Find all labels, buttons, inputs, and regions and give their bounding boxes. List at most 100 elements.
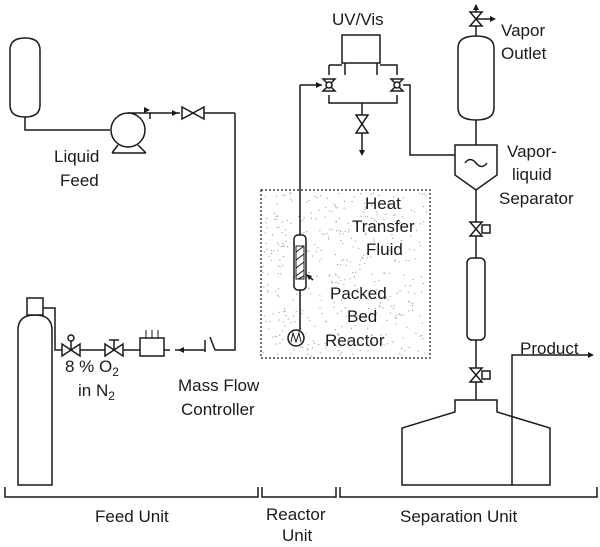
bath-stipple-dot [303, 232, 305, 234]
bath-stipple-dot [335, 221, 337, 223]
bath-stipple-dot [358, 297, 360, 299]
fluid-label: Fluid [366, 240, 403, 259]
bath-stipple-dot [363, 255, 365, 257]
bath-stipple-dot [374, 281, 376, 283]
bath-stipple-dot [341, 260, 343, 262]
bath-stipple-dot [421, 193, 423, 195]
bath-stipple-dot [335, 274, 337, 277]
bath-stipple-dot [338, 193, 340, 195]
bath-stipple-dot [277, 294, 279, 296]
bath-stipple-dot [373, 238, 375, 240]
bath-stipple-dot [316, 275, 318, 277]
bath-stipple-dot [278, 296, 280, 298]
bath-stipple-dot [382, 307, 384, 309]
bath-stipple-dot [393, 305, 395, 307]
bath-stipple-dot [370, 256, 372, 258]
gas-line1-text: 8 % O [65, 357, 112, 376]
bath-stipple-dot [340, 230, 342, 233]
bath-stipple-dot [392, 307, 394, 309]
vapor-liquid-separator [454, 144, 498, 191]
bath-stipple-dot [412, 302, 414, 305]
bath-stipple-dot [270, 249, 272, 251]
separator-drain-valve [468, 221, 491, 237]
bath-stipple-dot [414, 293, 416, 295]
bath-stipple-dot [365, 232, 367, 234]
product-arrow [588, 352, 594, 358]
bath-stipple-dot [361, 256, 363, 259]
bath-stipple-dot [343, 283, 345, 285]
bath-stipple-dot [343, 200, 346, 203]
bath-stipple-dot [420, 334, 423, 337]
bath-stipple-dot [295, 311, 297, 313]
bath-stipple-dot [359, 300, 361, 302]
bath-stipple-dot [324, 216, 326, 218]
bath-stipple-dot [351, 237, 353, 240]
bath-stipple-dot [411, 305, 414, 307]
tank-to-pump-line [24, 117, 110, 131]
bath-stipple-dot [404, 285, 406, 287]
bath-stipple-dot [368, 307, 370, 310]
bath-stipple-dot [408, 310, 410, 312]
bath-stipple-dot [336, 312, 339, 314]
bath-stipple-dot [299, 346, 302, 348]
bath-stipple-dot [394, 214, 396, 216]
bath-stipple-dot [413, 211, 415, 213]
bath-stipple-dot [365, 233, 367, 236]
vent-arrow [473, 4, 479, 10]
bath-stipple-dot [367, 350, 369, 352]
packed-bed-reactor [293, 234, 307, 291]
bath-stipple-dot [337, 282, 339, 284]
bath-stipple-dot [279, 342, 281, 344]
bath-stipple-dot [328, 236, 330, 238]
bath-stipple-dot [408, 260, 410, 262]
gas-cylinder [17, 297, 60, 486]
vapor-dash-label: Vapor- [507, 142, 557, 161]
bath-stipple-dot [275, 343, 277, 345]
liquid-lc-label: liquid [512, 165, 552, 184]
bath-stipple-dot [370, 334, 373, 337]
bath-stipple-dot [279, 334, 281, 336]
bath-stipple-dot [421, 291, 423, 293]
bath-stipple-dot [333, 339, 335, 341]
bath-stipple-dot [265, 222, 267, 224]
bath-stipple-dot [354, 271, 357, 273]
bath-stipple-dot [301, 232, 303, 234]
section-feed-unit: Feed Unit [95, 507, 169, 526]
bath-stipple-dot [380, 296, 382, 298]
bath-stipple-dot [423, 221, 425, 223]
bath-stipple-dot [419, 241, 421, 244]
bath-stipple-dot [271, 234, 273, 236]
product-line [511, 354, 590, 485]
bath-stipple-dot [333, 342, 335, 344]
bath-stipple-dot [279, 266, 281, 268]
bath-stipple-dot [265, 242, 267, 245]
bath-stipple-dot [314, 195, 316, 198]
bath-stipple-dot [309, 319, 311, 321]
bath-stipple-dot [327, 334, 329, 337]
bath-stipple-dot [422, 338, 424, 340]
product-valve [468, 367, 491, 383]
bath-stipple-dot [319, 195, 321, 197]
bath-stipple-dot [336, 264, 338, 266]
bath-stipple-dot [267, 291, 269, 293]
bath-stipple-dot [401, 354, 403, 356]
bath-stipple-dot [364, 215, 366, 217]
bath-stipple-dot [344, 230, 346, 232]
bath-stipple-dot [349, 261, 351, 263]
bath-stipple-dot [423, 352, 425, 354]
pointer-arrow [306, 274, 312, 280]
bath-stipple-dot [291, 200, 293, 202]
bath-stipple-dot [281, 221, 283, 223]
bath-stipple-dot [388, 249, 390, 251]
bath-stipple-dot [425, 194, 427, 197]
separator-label: Separator [499, 189, 574, 208]
bath-stipple-dot [336, 207, 338, 209]
bath-stipple-dot [278, 227, 280, 229]
bath-stipple-dot [302, 219, 304, 221]
bath-stipple-dot [346, 259, 348, 261]
bath-stipple-dot [344, 307, 346, 309]
bath-stipple-dot [394, 259, 396, 261]
bath-stipple-dot [376, 214, 378, 216]
bath-stipple-dot [420, 223, 422, 225]
bath-stipple-dot [276, 226, 278, 228]
